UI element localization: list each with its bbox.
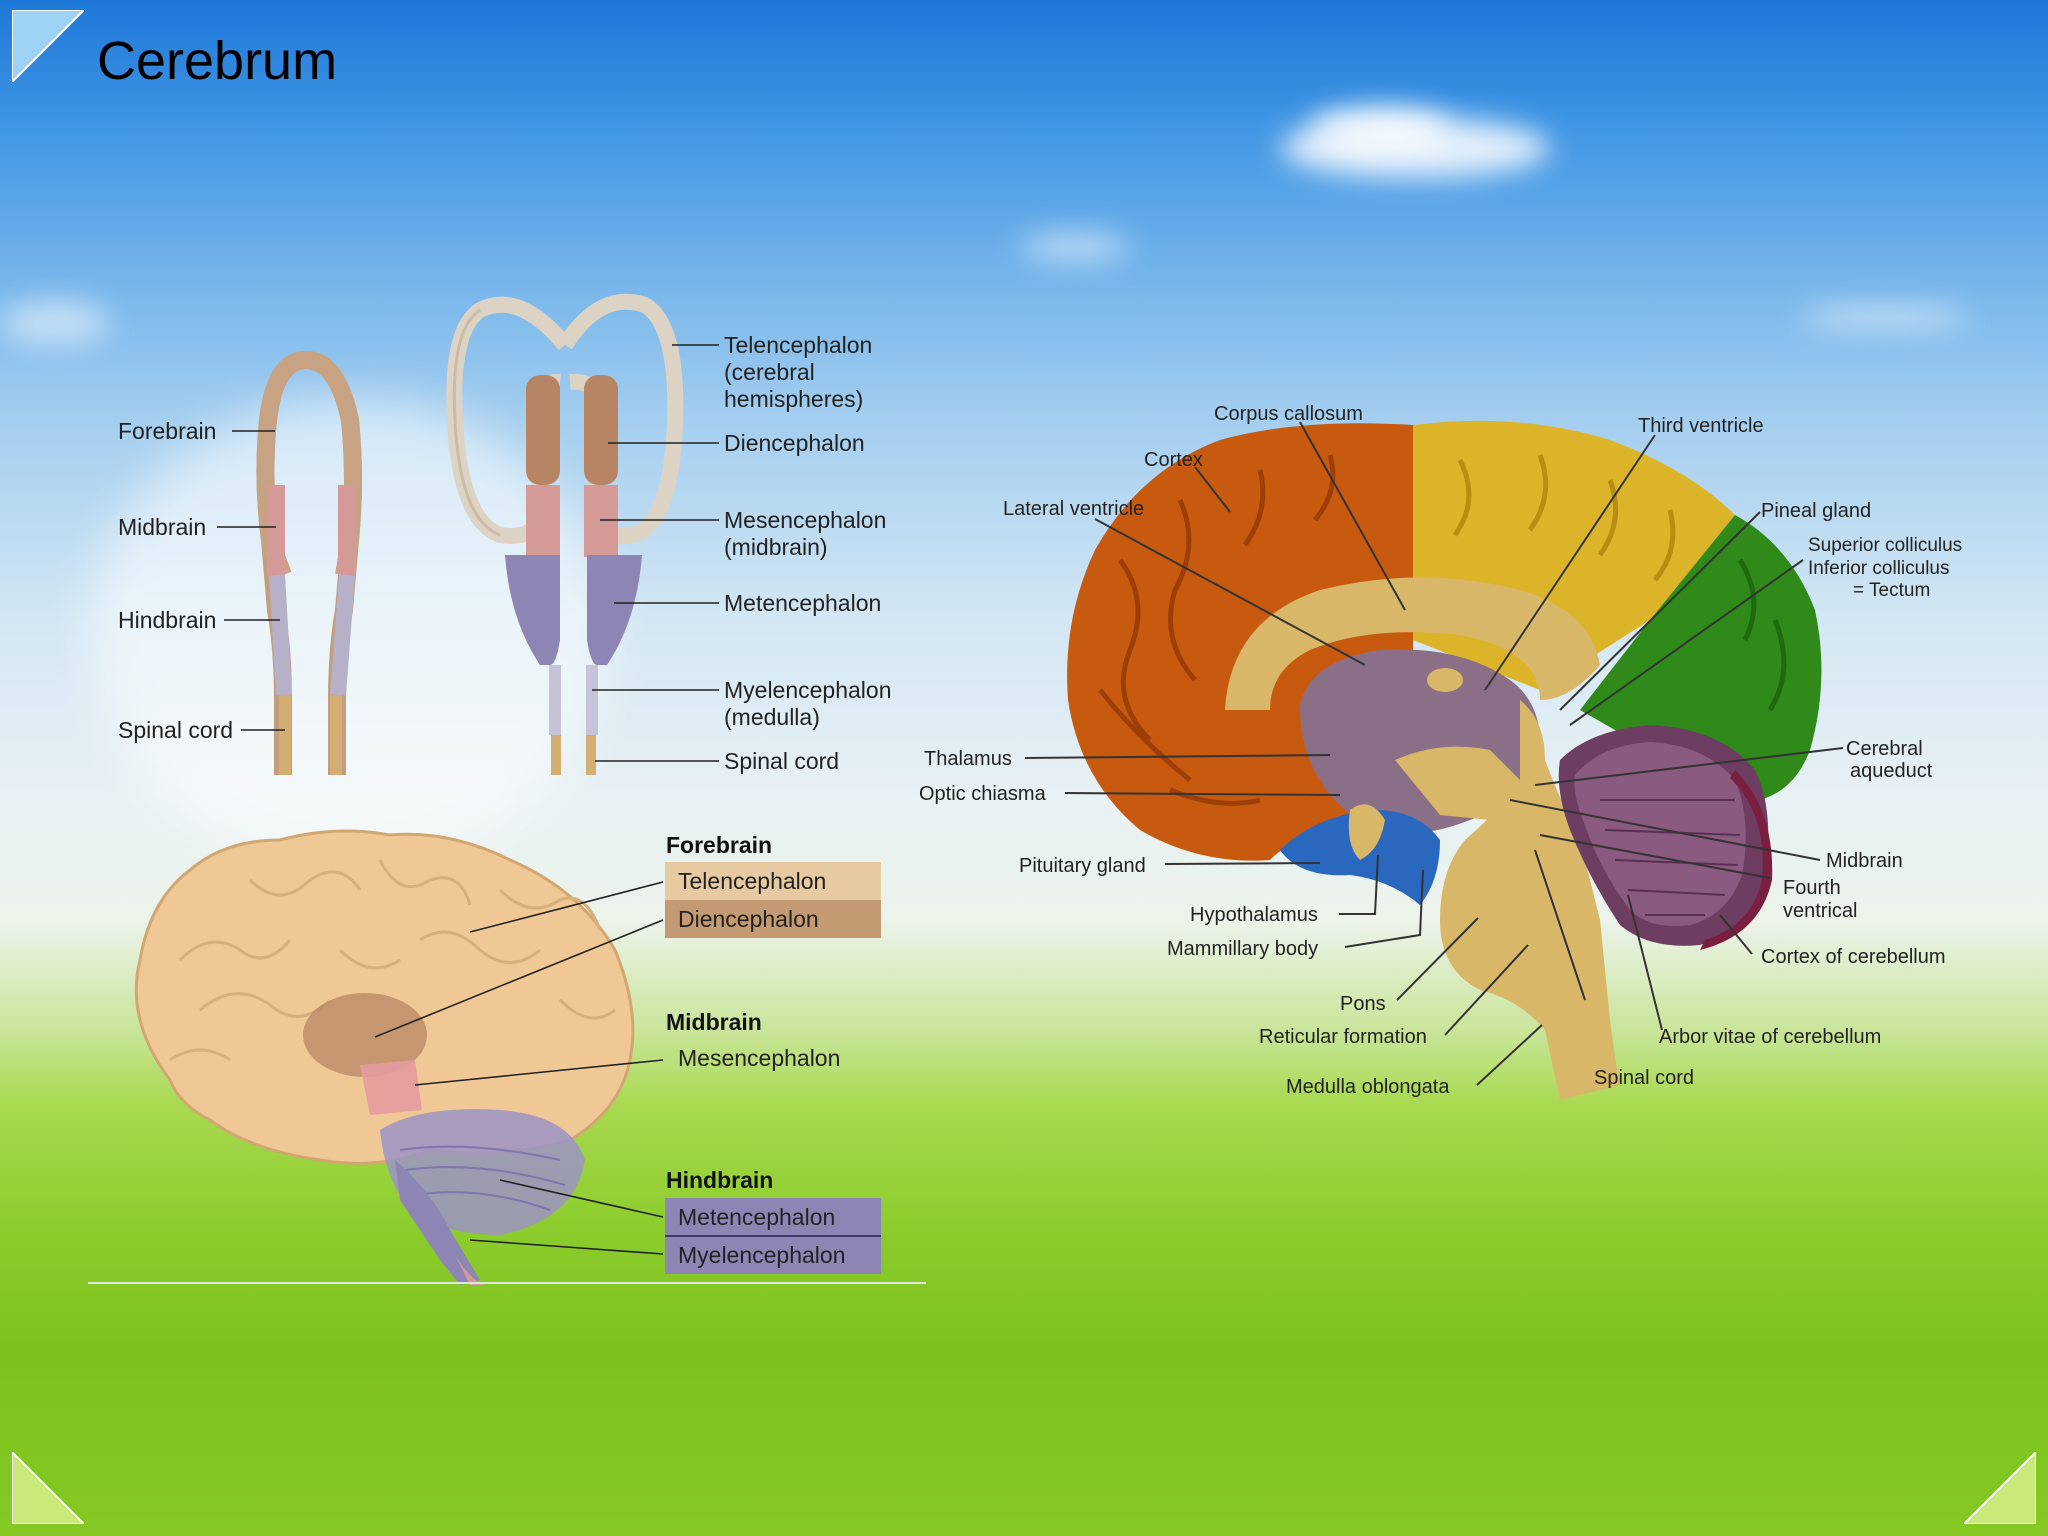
cortex-of-cerebellum-label: Cortex of cerebellum (1761, 946, 1946, 968)
cortex-label: Cortex (1144, 449, 1203, 471)
hypothalamus-label: Hypothalamus (1190, 904, 1318, 926)
spinal-cord-label: Spinal cord (1594, 1067, 1694, 1089)
forebrain-label: Forebrain (118, 418, 216, 444)
cortex-gyri (1098, 454, 1336, 806)
arbor-vitae-label: Arbor vitae of cerebellum (1659, 1026, 1881, 1048)
superior-colliculus-label: Superior colliculus (1808, 535, 1962, 556)
lateral-ventricle-label: Lateral ventricle (1003, 498, 1144, 520)
mesencephalon-label: Mesencephalon (724, 507, 886, 533)
legend-diencephalon: Diencephalon (678, 906, 819, 932)
sky-cloud (0, 300, 110, 345)
legend-mesencephalon: Mesencephalon (678, 1045, 840, 1071)
leader-line (469, 1239, 664, 1255)
fourth-ventrical-sublabel: ventrical (1783, 900, 1857, 922)
leader-line (374, 919, 664, 1038)
telencephalon-label: Telencephalon (724, 332, 872, 358)
corpus-callosum-label: Corpus callosum (1214, 403, 1363, 425)
telencephalon-sublabel: (cerebral (724, 359, 815, 385)
cerebral-aqueduct-label: Cerebral (1846, 738, 1923, 760)
optic-chiasma-label: Optic chiasma (919, 783, 1047, 805)
medulla-oblongata-label: Medulla oblongata (1286, 1076, 1450, 1098)
third-ventricle-label: Third ventricle (1638, 415, 1764, 437)
inferior-colliculus-label: Inferior colliculus (1808, 558, 1950, 579)
sky-cloud (1800, 305, 1970, 329)
embryo-three-vesicle-diagram: Forebrain Midbrain Hindbrain Spinal cord (118, 350, 362, 775)
legend-swatch-diencephalon (665, 900, 881, 938)
cerebral-aqueduct-sublabel: aqueduct (1850, 760, 1933, 782)
legend-hindbrain-heading: Hindbrain (666, 1167, 773, 1193)
reticular-formation-label: Reticular formation (1259, 1026, 1427, 1048)
metencephalon-label: Metencephalon (724, 590, 881, 616)
legend-midbrain-heading: Midbrain (666, 1009, 762, 1035)
legend-metencephalon: Metencephalon (678, 1204, 835, 1230)
pineal-gland-label: Pineal gland (1761, 500, 1871, 522)
mesencephalon-sublabel: (midbrain) (724, 534, 828, 560)
slide-title: Cerebrum (97, 31, 338, 91)
legend-swatch-metencephalon (665, 1198, 881, 1236)
fourth-ventrical-label: Fourth (1783, 877, 1841, 899)
myelencephalon-sublabel: (medulla) (724, 704, 820, 730)
hindbrain-label: Hindbrain (118, 607, 216, 633)
sagittal-brain-diagram: Corpus callosum Third ventricle Cortex L… (919, 403, 1962, 1100)
mammillary-body-label: Mammillary body (1167, 938, 1318, 960)
legend-myelencephalon: Myelencephalon (678, 1242, 846, 1268)
adult-brain-lateral-diagram: Forebrain Telencephalon Diencephalon Mid… (88, 829, 926, 1285)
sky-cloud (1310, 108, 1450, 148)
legend-swatch-myelencephalon (665, 1236, 881, 1274)
gyri-pattern (169, 859, 616, 1062)
legend-swatch-telencephalon (665, 862, 881, 900)
leader-line (499, 1179, 664, 1218)
leader-line (414, 1059, 664, 1086)
midbrain-label: Midbrain (118, 514, 206, 540)
thalamus-label: Thalamus (924, 748, 1012, 770)
next-corner-icon[interactable] (1964, 1452, 2036, 1524)
leader-line (469, 881, 664, 933)
back-corner-icon[interactable] (12, 10, 84, 82)
legend-telencephalon: Telencephalon (678, 868, 826, 894)
pons-label: Pons (1340, 993, 1386, 1015)
embryo-five-vesicle-diagram: Telencephalon (cerebral hemispheres) Die… (446, 293, 892, 775)
legend-forebrain-heading: Forebrain (666, 832, 772, 858)
sagittal-leaders (1024, 421, 1844, 1086)
pituitary-gland-label: Pituitary gland (1019, 855, 1146, 877)
midbrain-label: Midbrain (1826, 850, 1903, 872)
tectum-label: = Tectum (1853, 580, 1930, 601)
myelencephalon-label: Myelencephalon (724, 677, 892, 703)
spinal-cord-label: Spinal cord (724, 748, 839, 774)
spinal-cord-label: Spinal cord (118, 717, 233, 743)
prev-corner-icon[interactable] (12, 1452, 84, 1524)
telencephalon-sublabel: hemispheres) (724, 386, 863, 412)
diencephalon-label: Diencephalon (724, 430, 865, 456)
sky-cloud (1020, 232, 1130, 262)
